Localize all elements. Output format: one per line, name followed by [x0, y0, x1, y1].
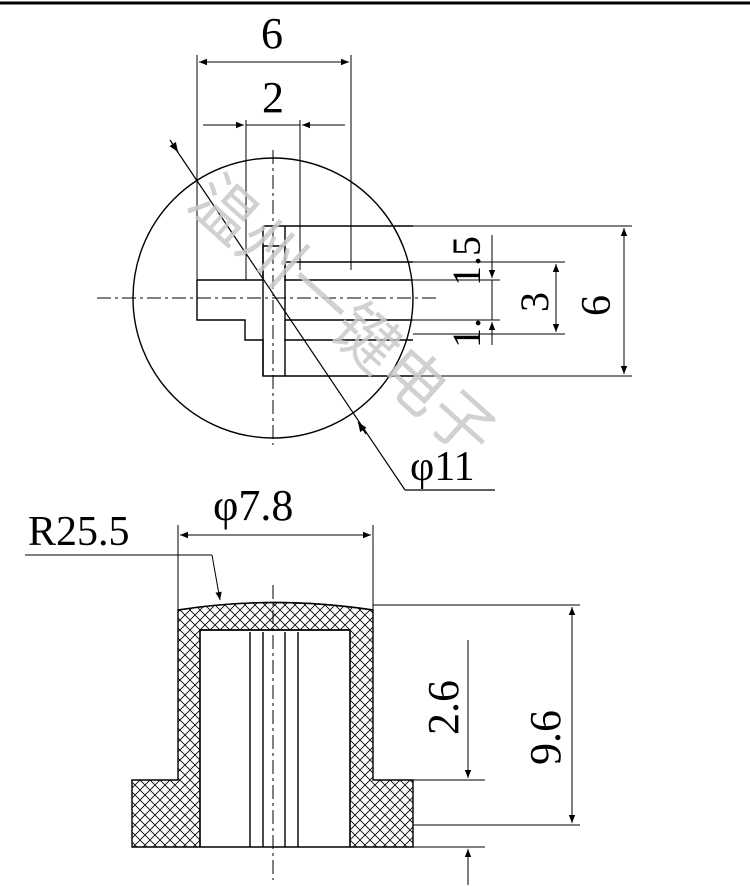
dim-label-diameter-11: φ11 [410, 444, 475, 490]
dim-label-9-6: 9.6 [521, 710, 570, 765]
dim-label-1-5-bottom: 1. [444, 318, 489, 348]
watermark-text: 温州一键电子 [174, 162, 509, 474]
dim-label-6-right: 6 [574, 295, 620, 316]
diameter-leader [174, 147, 406, 491]
dim-label-1-5-top: 1.5 [444, 236, 489, 286]
dim-label-r25-5: R25.5 [28, 509, 130, 555]
top-view [97, 55, 632, 491]
side-view [25, 525, 580, 885]
dim-label-3: 3 [512, 292, 557, 312]
dim-label-diameter-7-8: φ7.8 [213, 481, 293, 530]
dim-label-2: 2 [262, 73, 284, 122]
dim-label-2-6: 2.6 [419, 680, 468, 735]
dim-label-6-top: 6 [261, 9, 283, 58]
